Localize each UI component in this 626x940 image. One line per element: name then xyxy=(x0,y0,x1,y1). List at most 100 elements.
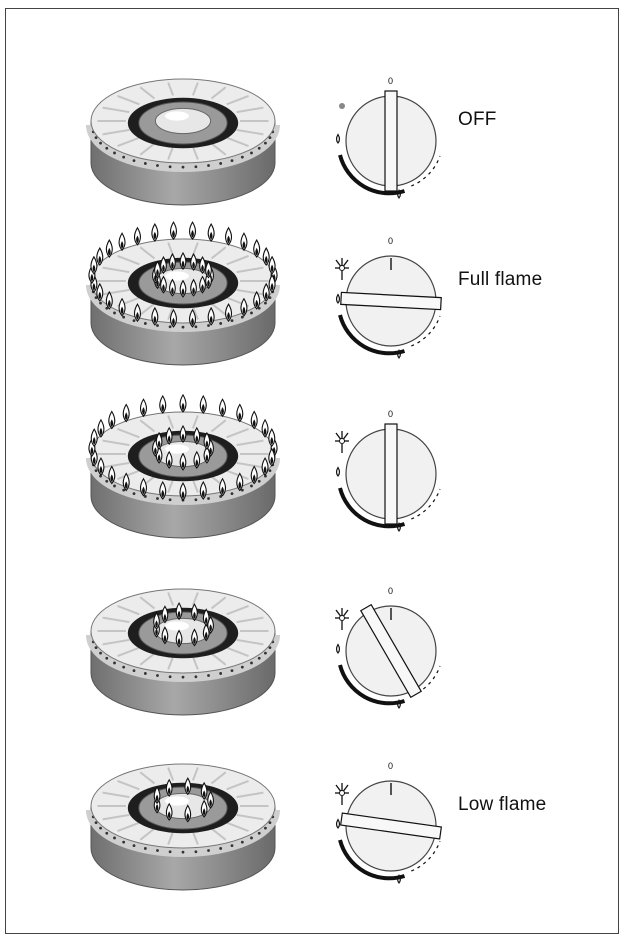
flame-core xyxy=(264,291,268,300)
flame-core xyxy=(153,231,157,240)
flame-core xyxy=(92,437,96,445)
flame-core xyxy=(120,306,124,315)
flame-core xyxy=(201,489,205,498)
flame-core xyxy=(181,433,185,441)
burner-state-row-medium-high: 0 xyxy=(6,392,620,562)
dial-scale-zero-mark: 0 xyxy=(388,409,393,419)
flame-core xyxy=(205,440,209,448)
flame-core xyxy=(227,235,230,244)
flame-core xyxy=(92,456,96,465)
instruction-panel: 0 OFF 0 Full flame 0 0 0 Low flame xyxy=(5,8,619,934)
flame-core xyxy=(201,264,204,272)
flame-core xyxy=(90,446,94,455)
flame-core xyxy=(270,456,274,465)
knob-pointer-handle[interactable] xyxy=(339,812,443,840)
flame-core xyxy=(110,474,114,482)
flame-core xyxy=(171,261,174,269)
burner-state-row-off: 0 OFF xyxy=(6,59,620,229)
flame-core xyxy=(181,260,185,268)
flame-core xyxy=(252,474,256,482)
flame-core xyxy=(157,440,161,448)
flame-core xyxy=(162,284,165,292)
state-label: Low flame xyxy=(458,794,547,815)
flame-core xyxy=(238,481,242,489)
flame-icon xyxy=(397,522,401,532)
dial-scale-arc xyxy=(338,154,406,196)
control-knob-dial[interactable]: 0 xyxy=(324,744,454,894)
flame-core xyxy=(263,465,267,474)
control-knob-dial[interactable]: 0 xyxy=(324,59,454,209)
flame-core xyxy=(163,634,167,643)
flame-icon xyxy=(335,643,341,654)
flame-core xyxy=(120,241,124,249)
flame-icon xyxy=(335,466,341,477)
burner-illustration xyxy=(68,744,298,914)
flame-core xyxy=(263,427,267,436)
flame-core xyxy=(124,481,128,489)
flame-core xyxy=(171,287,174,295)
flame-core xyxy=(201,403,205,412)
dial-scale-zero-mark: 0 xyxy=(388,586,393,596)
knob-pointer-handle[interactable] xyxy=(384,90,398,192)
flame-core xyxy=(209,624,212,632)
flame-core xyxy=(270,264,274,273)
flame-core xyxy=(204,631,208,640)
flame-core xyxy=(98,291,102,300)
dial-scale-arc xyxy=(338,487,406,529)
knob-pointer-handle[interactable] xyxy=(384,423,398,525)
dial-scale-zero-mark: 0 xyxy=(388,236,393,246)
dial-scale-arc xyxy=(338,664,406,706)
dial-scale-zero-mark: 0 xyxy=(388,76,393,86)
flame-core xyxy=(163,613,167,622)
control-knob-dial[interactable]: 0 xyxy=(324,569,454,719)
flame-core xyxy=(167,811,171,819)
control-knob-dial[interactable]: 0 xyxy=(324,392,454,542)
flame-core xyxy=(264,255,268,264)
burner-illustration xyxy=(68,569,298,739)
state-label: OFF xyxy=(458,109,497,130)
flame-core xyxy=(157,454,161,462)
flame-core xyxy=(153,315,157,324)
flame-core xyxy=(181,461,185,469)
flame-core xyxy=(161,403,165,412)
flame-core xyxy=(192,287,195,295)
dial-scale-zero-mark: 0 xyxy=(388,761,393,771)
flame-core xyxy=(201,284,204,292)
burner-state-row-low-flame: 0 Low flame xyxy=(6,744,620,914)
flame-core xyxy=(92,264,96,273)
burner-illustration xyxy=(68,219,298,389)
burner-state-row-medium-low: 0 xyxy=(6,569,620,739)
flame-icon xyxy=(335,293,341,304)
control-knob-dial[interactable]: 0 xyxy=(324,219,454,369)
flame-core xyxy=(124,412,128,421)
flame-core xyxy=(181,402,185,411)
knob-pointer-handle[interactable] xyxy=(359,603,423,699)
flame-icon xyxy=(397,874,401,884)
flame-core xyxy=(192,261,195,269)
flame-core xyxy=(155,628,158,636)
flame-core xyxy=(99,465,103,474)
flame-core xyxy=(155,794,159,802)
flame-core xyxy=(209,799,212,807)
flame-core xyxy=(207,269,210,277)
flame-icon xyxy=(335,818,341,829)
flame-core xyxy=(142,486,145,495)
burner-illustration xyxy=(68,392,298,562)
flame-core xyxy=(167,787,171,795)
flame-core xyxy=(181,490,185,499)
flame-icon xyxy=(397,699,401,709)
state-label: Full flame xyxy=(458,269,543,290)
flame-core xyxy=(110,419,114,428)
flame-core xyxy=(155,804,159,812)
flame-core xyxy=(193,636,196,645)
flame-core xyxy=(162,264,165,272)
knob-pointer-handle[interactable] xyxy=(340,291,442,311)
flame-core xyxy=(177,610,181,618)
flame-icon xyxy=(335,133,341,144)
flame-icon xyxy=(397,349,401,359)
burner-illustration xyxy=(68,59,298,229)
flame-core xyxy=(242,306,246,315)
flame-core xyxy=(136,312,139,320)
ignition-spark-icon xyxy=(335,783,349,805)
flame-core xyxy=(161,489,165,498)
